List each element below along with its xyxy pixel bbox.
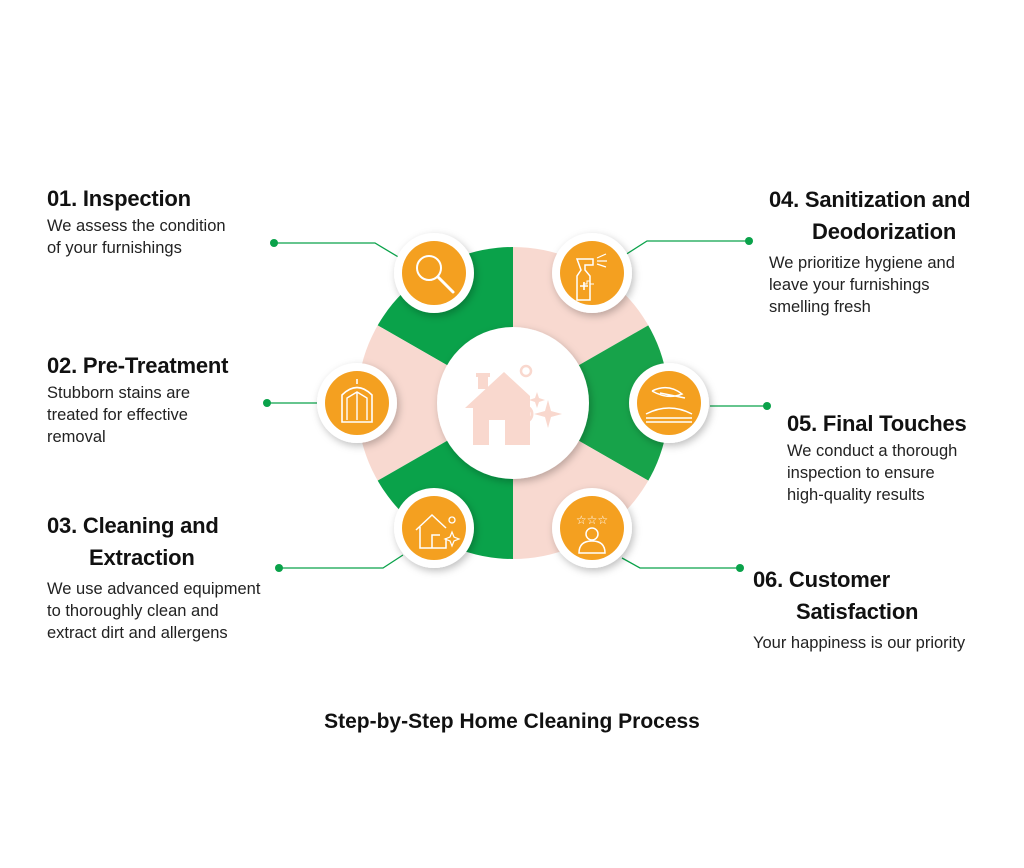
step-desc: leave your furnishings — [769, 276, 930, 294]
customer-rating-icon: ☆☆☆ — [552, 488, 632, 568]
step-title: Satisfaction — [796, 599, 919, 624]
step-title: 03. Cleaning and — [47, 513, 219, 538]
step-title: 01. Inspection — [47, 186, 191, 211]
step-title: Extraction — [89, 545, 195, 570]
step-title: 04. Sanitization and — [769, 187, 971, 212]
step-5: 05. Final Touches We conduct a thorough … — [787, 408, 967, 506]
step-desc: We conduct a thorough — [787, 442, 958, 460]
step-4: 04. Sanitization and Deodorization We pr… — [769, 184, 971, 318]
diagram-caption: Step-by-Step Home Cleaning Process — [324, 710, 700, 733]
step-desc: to thoroughly clean and — [47, 602, 219, 620]
svg-text:☆☆☆: ☆☆☆ — [576, 513, 608, 527]
step-desc: of your furnishings — [47, 239, 182, 257]
step-desc: We assess the condition — [47, 217, 226, 235]
segment-5 — [513, 302, 669, 504]
step-desc: removal — [47, 428, 106, 446]
step-desc: Stubborn stains are — [47, 384, 191, 402]
step-2: 02. Pre-Treatment Stubborn stains are tr… — [47, 350, 228, 448]
connector-dots — [263, 237, 771, 572]
spray-bottle-icon — [552, 233, 632, 313]
step-desc: inspection to ensure — [787, 464, 935, 482]
clean-house-icon — [394, 488, 474, 568]
step-desc: high-quality results — [787, 486, 925, 504]
segment-2 — [357, 302, 513, 504]
step-desc: We prioritize hygiene and — [769, 254, 955, 272]
connector-lines — [267, 240, 767, 569]
step-1: 01. Inspection We assess the condition o… — [47, 183, 226, 259]
step-title: 06. Customer — [753, 567, 890, 592]
step-title: Deodorization — [812, 219, 957, 244]
center-house-icon — [465, 364, 562, 445]
step-desc: smelling fresh — [769, 298, 871, 316]
feather-cushion-icon — [629, 363, 709, 443]
step-6: 06. Customer Satisfaction Your happiness… — [753, 564, 965, 654]
step-desc: We use advanced equipment — [47, 580, 261, 598]
step-desc: Your happiness is our priority — [753, 634, 966, 652]
garment-bag-icon — [317, 363, 397, 443]
step-desc: extract dirt and allergens — [47, 624, 228, 642]
step-title: 05. Final Touches — [787, 411, 967, 436]
step-3: 03. Cleaning and Extraction We use advan… — [47, 510, 260, 644]
step-desc: treated for effective — [47, 406, 188, 424]
magnifier-icon — [394, 233, 474, 313]
step-title: 02. Pre-Treatment — [47, 353, 229, 378]
